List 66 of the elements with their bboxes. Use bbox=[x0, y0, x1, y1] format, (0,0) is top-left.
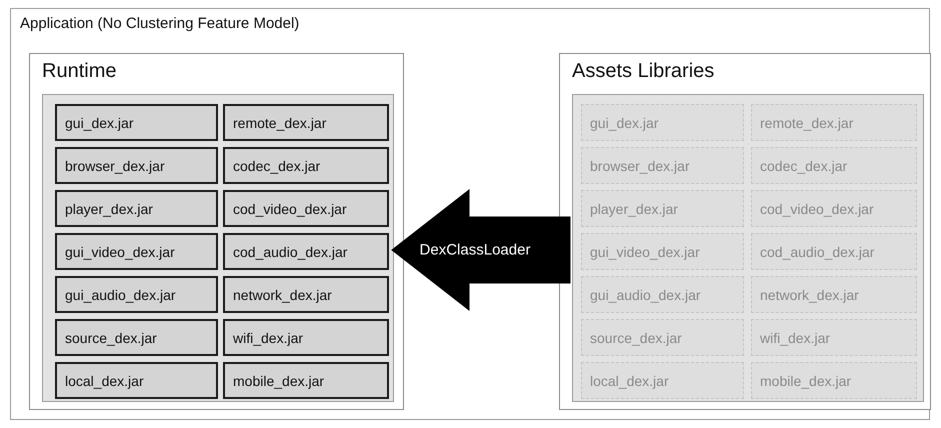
jar-file-name: gui_dex.jar bbox=[65, 114, 134, 130]
jar-file-name: cod_video_dex.jar bbox=[233, 200, 347, 216]
jar-file-name: gui_dex.jar bbox=[590, 114, 658, 130]
jar-file-box bbox=[581, 276, 744, 313]
jar-file-name: mobile_dex.jar bbox=[233, 372, 324, 388]
group-title: Assets Libraries bbox=[572, 60, 714, 83]
edge-label: DexClassLoader bbox=[420, 242, 530, 258]
jar-file-name: browser_dex.jar bbox=[590, 158, 690, 174]
jar-file-box bbox=[223, 190, 389, 227]
jar-file-box bbox=[581, 233, 744, 270]
jar-file-name: codec_dex.jar bbox=[233, 158, 320, 174]
jar-file-box bbox=[55, 362, 218, 399]
library-panel bbox=[42, 94, 394, 402]
jar-file-box bbox=[223, 362, 389, 399]
jar-file-box bbox=[223, 319, 389, 356]
jar-file-box bbox=[55, 319, 218, 356]
jar-file-name: source_dex.jar bbox=[590, 330, 682, 346]
jar-file-name: remote_dex.jar bbox=[760, 114, 854, 130]
jar-file-name: cod_video_dex.jar bbox=[760, 200, 874, 216]
jar-file-box bbox=[751, 104, 917, 141]
jar-file-name: player_dex.jar bbox=[65, 200, 153, 216]
jar-file-box bbox=[581, 190, 744, 227]
jar-file-name: network_dex.jar bbox=[760, 286, 859, 302]
library-panel bbox=[572, 94, 924, 402]
jar-file-name: player_dex.jar bbox=[590, 200, 678, 216]
jar-file-box bbox=[751, 319, 917, 356]
jar-file-box bbox=[223, 104, 389, 141]
jar-file-name: network_dex.jar bbox=[233, 286, 332, 302]
container-box bbox=[29, 53, 404, 410]
jar-file-name: cod_audio_dex.jar bbox=[233, 244, 348, 260]
jar-file-box bbox=[751, 147, 917, 184]
jar-file-box bbox=[581, 319, 744, 356]
jar-file-box bbox=[751, 233, 917, 270]
jar-file-box bbox=[581, 362, 744, 399]
jar-file-box bbox=[55, 233, 218, 270]
jar-file-name: wifi_dex.jar bbox=[233, 330, 304, 346]
jar-file-name: source_dex.jar bbox=[65, 330, 157, 346]
block-arrow bbox=[391, 188, 570, 312]
jar-file-name: codec_dex.jar bbox=[760, 158, 848, 174]
jar-file-box bbox=[581, 104, 744, 141]
group-title: Runtime bbox=[42, 60, 116, 83]
jar-file-name: local_dex.jar bbox=[590, 372, 669, 388]
jar-file-box bbox=[223, 233, 389, 270]
jar-file-name: gui_video_dex.jar bbox=[65, 244, 175, 260]
container-box bbox=[559, 53, 931, 410]
jar-file-name: local_dex.jar bbox=[65, 372, 144, 388]
frame-label: Application (No Clustering Feature Model) bbox=[20, 15, 300, 32]
jar-file-name: gui_audio_dex.jar bbox=[65, 286, 176, 302]
jar-file-name: remote_dex.jar bbox=[233, 114, 326, 130]
jar-file-box bbox=[751, 190, 917, 227]
jar-file-name: mobile_dex.jar bbox=[760, 372, 852, 388]
jar-file-box bbox=[581, 147, 744, 184]
jar-file-box bbox=[55, 276, 218, 313]
jar-file-box bbox=[751, 362, 917, 399]
jar-file-name: cod_audio_dex.jar bbox=[760, 244, 874, 260]
jar-file-name: wifi_dex.jar bbox=[760, 330, 830, 346]
jar-file-box bbox=[55, 147, 218, 184]
jar-file-box bbox=[223, 276, 389, 313]
jar-file-name: gui_audio_dex.jar bbox=[590, 286, 701, 302]
application-frame bbox=[10, 8, 930, 420]
jar-file-box bbox=[55, 190, 218, 227]
jar-file-box bbox=[751, 276, 917, 313]
jar-file-name: browser_dex.jar bbox=[65, 158, 165, 174]
jar-file-box bbox=[55, 104, 218, 141]
jar-file-name: gui_video_dex.jar bbox=[590, 244, 700, 260]
jar-file-box bbox=[223, 147, 389, 184]
